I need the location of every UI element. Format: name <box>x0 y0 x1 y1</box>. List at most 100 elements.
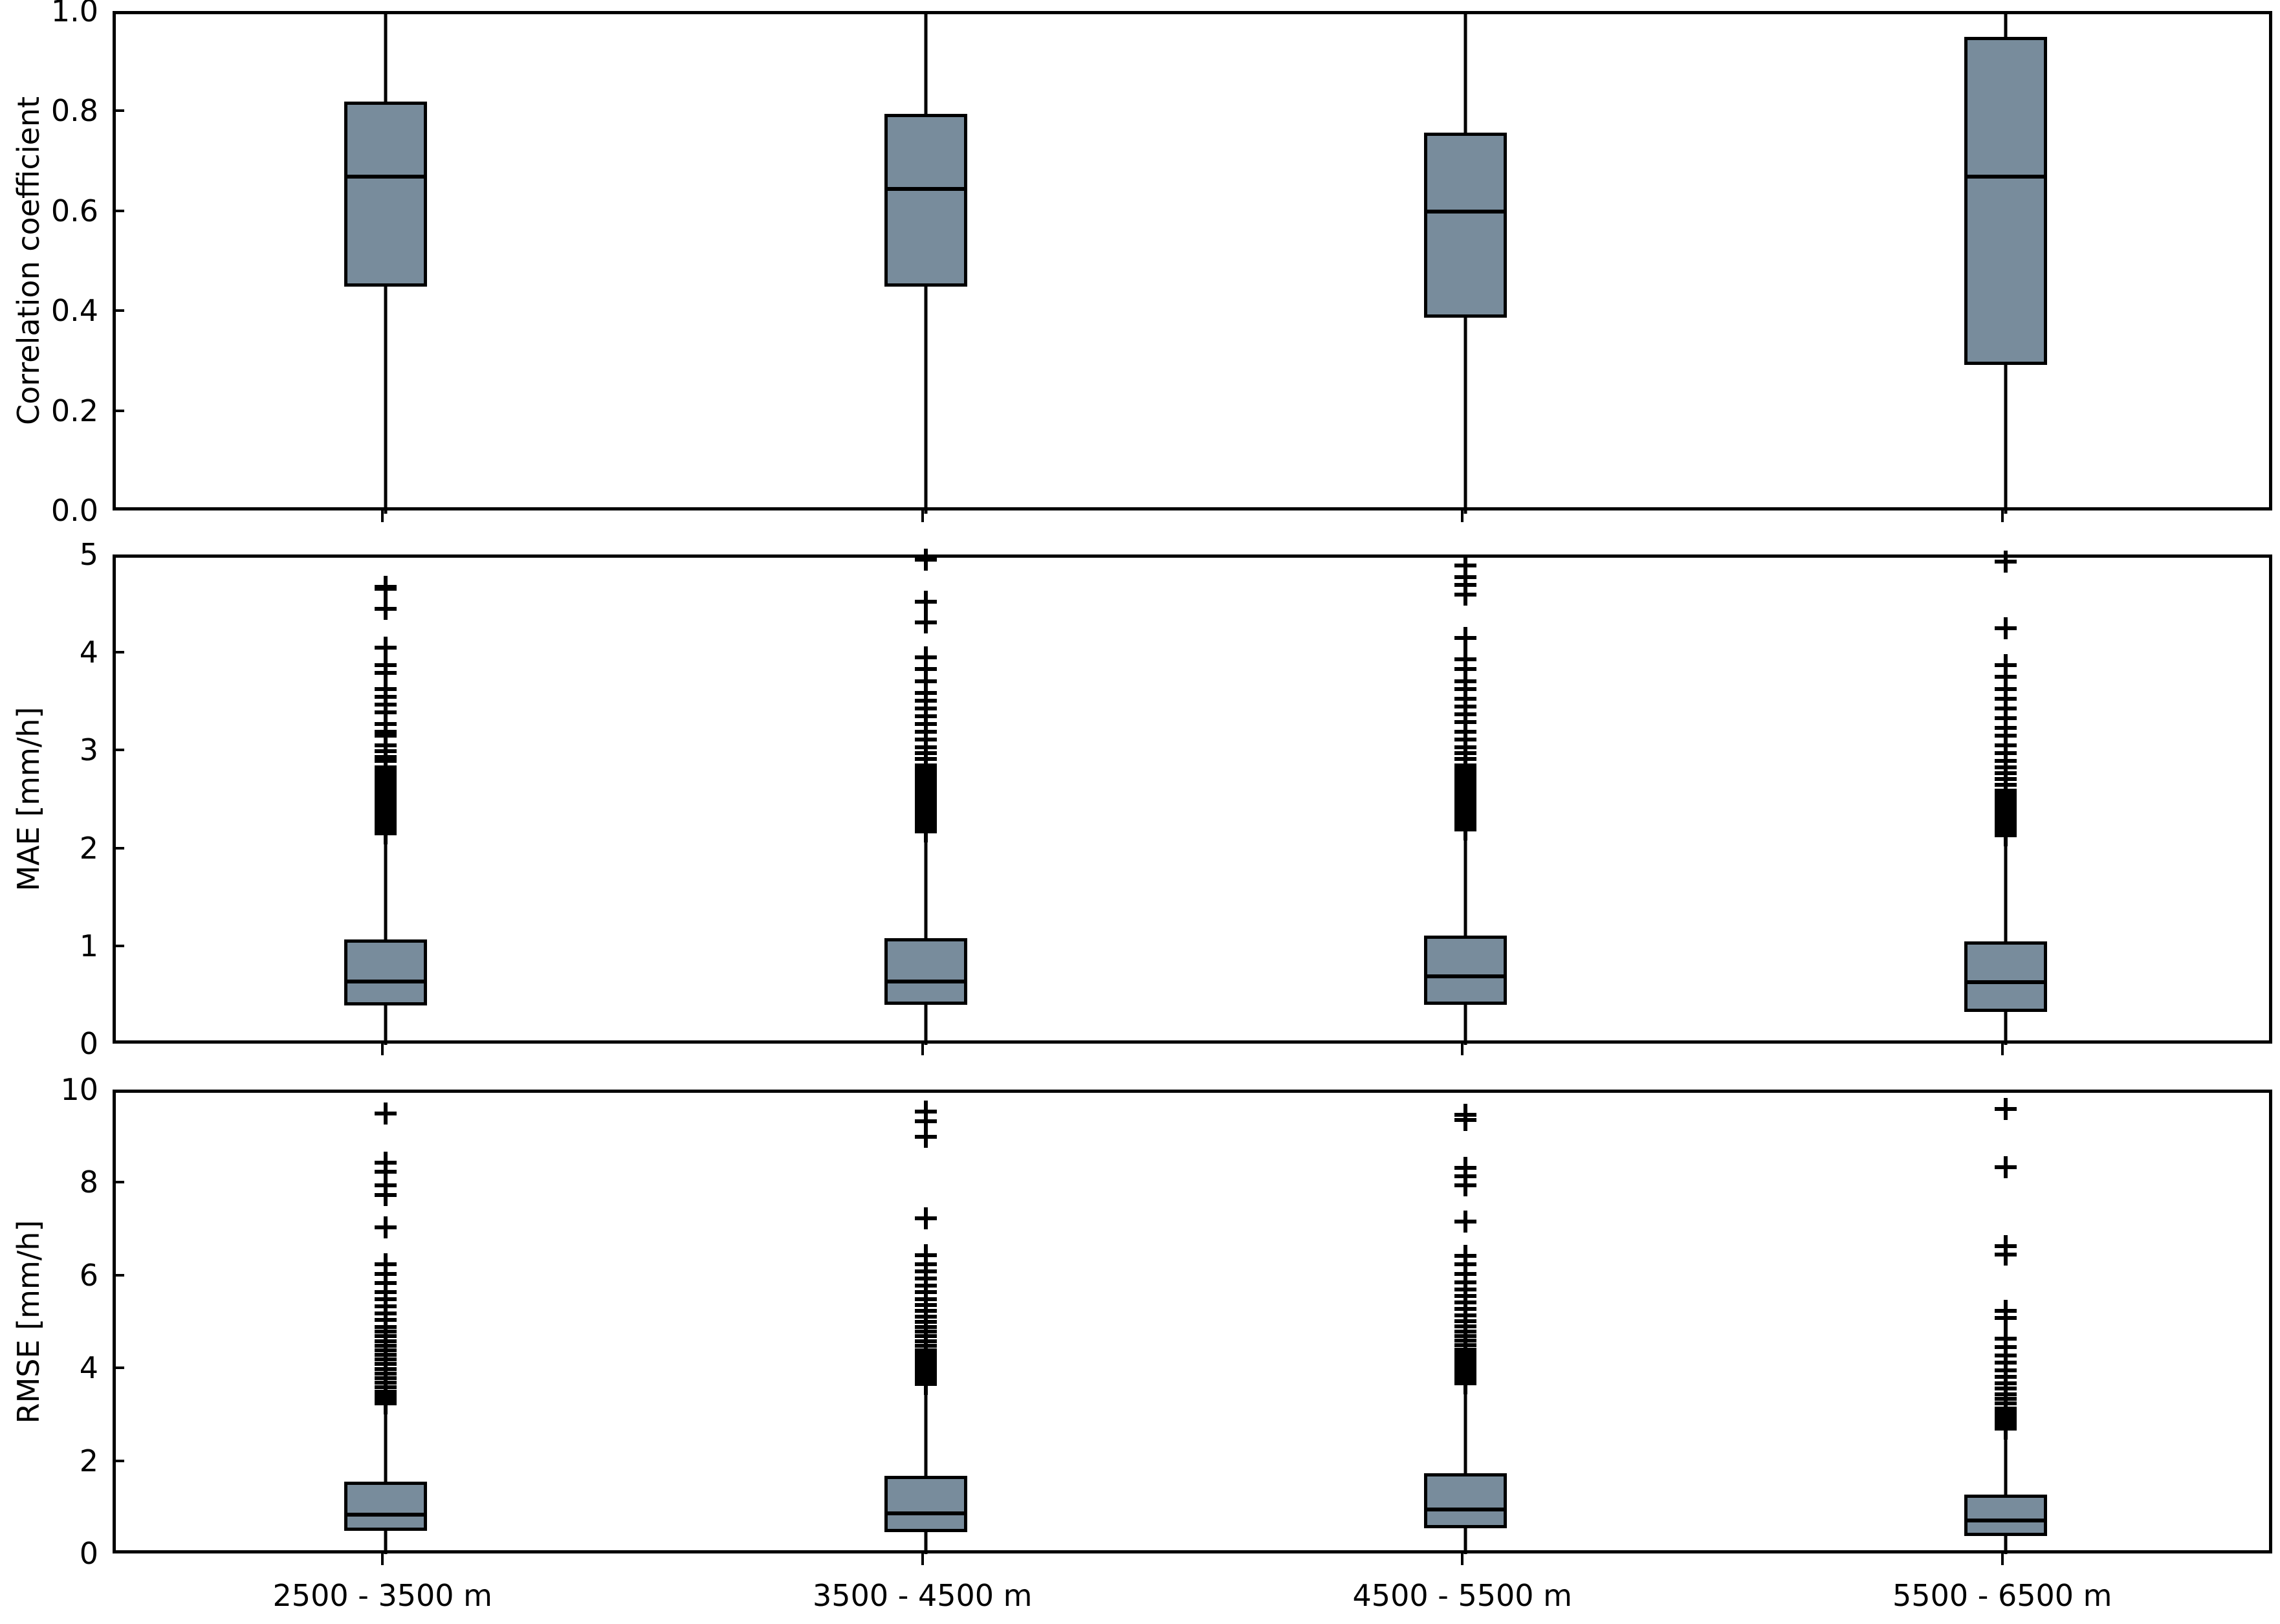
boxplot-outlier <box>915 1343 937 1365</box>
x-tick-mark <box>381 510 384 522</box>
boxplot-outlier <box>1995 707 2017 729</box>
y-tick-mark <box>113 409 124 412</box>
boxplot-outlier <box>1454 742 1476 764</box>
boxplot-outlier <box>375 746 397 768</box>
y-tick-label: 0 <box>79 1536 98 1571</box>
x-tick-mark <box>2000 510 2004 522</box>
boxplot-outlier <box>1454 1253 1476 1275</box>
boxplot-outlier <box>915 1275 937 1297</box>
y-tick-mark <box>113 1366 124 1370</box>
y-tick-label: 0.4 <box>50 293 98 329</box>
boxplot-outlier <box>1454 648 1476 670</box>
boxplot-outlier <box>1454 1157 1476 1179</box>
boxplot-outlier <box>915 646 937 668</box>
boxplot-outlier <box>375 1348 397 1370</box>
boxplot-outlier <box>915 1267 937 1289</box>
boxplot-outlier <box>1995 820 2017 842</box>
boxplot-outlier <box>1454 1291 1476 1313</box>
boxplot-outlier <box>1454 1174 1476 1196</box>
boxplot-outlier <box>1995 1409 2017 1431</box>
boxplot-whisker <box>1463 1387 1467 1555</box>
boxplot-outlier <box>375 776 397 798</box>
boxplot-outlier <box>1454 1346 1476 1368</box>
plot-area-2 <box>116 1093 2269 1555</box>
boxplot-outlier <box>375 1295 397 1317</box>
y-axis-label-1: MAE [mm/h] <box>11 707 46 892</box>
boxplot-outlier <box>375 678 397 700</box>
boxplot-outlier <box>915 766 937 788</box>
boxplot-outlier <box>1454 736 1476 758</box>
boxplot-outlier <box>375 578 397 600</box>
y-tick-mark <box>113 1459 124 1462</box>
y-tick-label: 10 <box>60 1072 98 1107</box>
boxplot-outlier <box>915 774 937 796</box>
boxplot-whisker <box>384 1408 388 1555</box>
boxplot-outlier <box>1995 1235 2017 1257</box>
boxplot-outlier <box>375 637 397 659</box>
boxplot-outlier <box>915 789 937 811</box>
y-axis-label-2: RMSE [mm/h] <box>11 1220 46 1423</box>
boxplot-outlier <box>915 705 937 727</box>
boxplot-outlier <box>375 1358 397 1380</box>
boxplot-outlier <box>1454 1334 1476 1356</box>
boxplot-outlier <box>1454 670 1476 692</box>
boxplot-outlier <box>375 1384 397 1406</box>
boxplot-outlier <box>375 686 397 708</box>
boxplot-outlier <box>375 1103 397 1125</box>
boxplot-outlier <box>375 1288 397 1310</box>
boxplot-box <box>1424 132 1507 318</box>
boxplot-outlier <box>375 701 397 723</box>
boxplot-outlier <box>915 807 937 829</box>
boxplot-outlier <box>1454 1330 1476 1352</box>
x-tick-mark <box>1461 510 1464 522</box>
boxplot-outlier <box>1995 817 2017 839</box>
boxplot-outlier <box>1454 566 1476 588</box>
boxplot-outlier <box>915 778 937 800</box>
y-tick-label: 1.0 <box>50 0 98 28</box>
boxplot-median <box>1964 980 2047 985</box>
y-tick-mark <box>113 651 124 654</box>
boxplot-outlier <box>375 1253 397 1275</box>
boxplot-outlier <box>1454 766 1476 788</box>
plot-area-1 <box>116 558 2269 1045</box>
boxplot-outlier <box>1454 1350 1476 1372</box>
y-tick-mark <box>113 846 124 850</box>
boxplot-outlier <box>375 764 397 786</box>
boxplot-outlier <box>375 807 397 829</box>
boxplot-outlier <box>1454 805 1476 827</box>
chart-panel-2 <box>113 1090 2272 1555</box>
boxplot-outlier <box>1995 1414 2017 1436</box>
boxplot-outlier <box>375 1302 397 1324</box>
boxplot-outlier <box>915 1365 937 1387</box>
boxplot-outlier <box>1454 758 1476 780</box>
boxplot-outlier <box>915 801 937 823</box>
x-tick-mark <box>1461 1044 1464 1055</box>
boxplot-outlier <box>1995 803 2017 825</box>
boxplot-outlier <box>1995 1352 2017 1374</box>
boxplot-outlier <box>915 1321 937 1343</box>
boxplot-outlier <box>915 817 937 839</box>
boxplot-outlier <box>1995 815 2017 837</box>
boxplot-outlier <box>1995 756 2017 778</box>
boxplot-whisker <box>924 1389 928 1555</box>
boxplot-outlier <box>915 811 937 833</box>
boxplot-outlier <box>915 1335 937 1357</box>
y-tick-mark <box>113 944 124 947</box>
boxplot-outlier <box>375 791 397 813</box>
boxplot-outlier <box>1995 697 2017 719</box>
y-tick-mark <box>113 309 124 313</box>
boxplot-outlier <box>915 1351 937 1373</box>
boxplot-outlier <box>375 780 397 802</box>
boxplot-outlier <box>915 1207 937 1229</box>
boxplot-outlier <box>915 1288 937 1310</box>
boxplot-outlier <box>1995 784 2017 806</box>
boxplot-outlier <box>375 768 397 790</box>
boxplot-outlier <box>375 1363 397 1385</box>
boxplot-outlier <box>1454 797 1476 819</box>
boxplot-outlier <box>1995 1372 2017 1394</box>
boxplot-outlier <box>1454 817 1476 839</box>
boxplot-outlier <box>1454 1325 1476 1347</box>
boxplot-outlier <box>375 1376 397 1398</box>
boxplot-outlier <box>915 762 937 784</box>
